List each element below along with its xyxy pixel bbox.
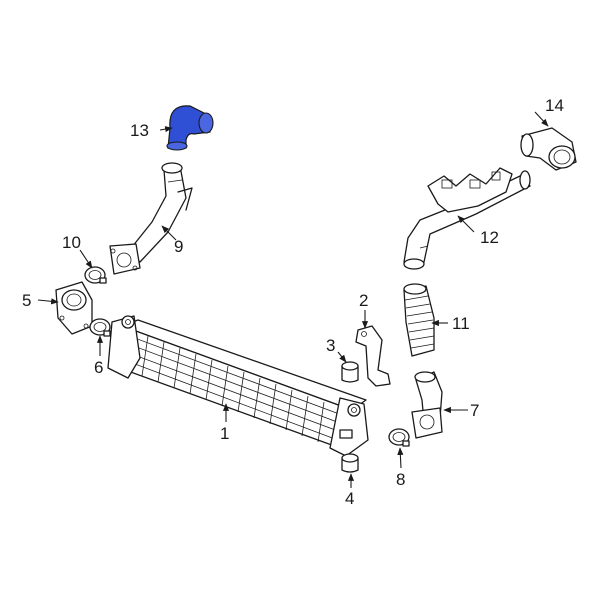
callout-9: 9 bbox=[174, 237, 183, 256]
part-1-intercooler[interactable] bbox=[107, 315, 369, 457]
callout-2: 2 bbox=[359, 291, 368, 310]
leader-lines bbox=[37, 111, 549, 488]
callout-10: 10 bbox=[62, 233, 81, 252]
callout-13: 13 bbox=[130, 121, 149, 140]
callout-5: 5 bbox=[22, 291, 31, 310]
callout-4: 4 bbox=[345, 489, 354, 508]
callout-3: 3 bbox=[326, 336, 335, 355]
part-2-bracket[interactable] bbox=[355, 325, 391, 387]
part-9-intake-tube[interactable] bbox=[109, 162, 193, 275]
part-14-hose-connector[interactable] bbox=[520, 127, 577, 171]
part-6-clamp[interactable] bbox=[89, 318, 111, 337]
part-11-corrugated-hose[interactable] bbox=[403, 283, 435, 357]
callout-8: 8 bbox=[396, 470, 405, 489]
callout-1: 1 bbox=[220, 424, 229, 443]
callout-14: 14 bbox=[545, 96, 564, 115]
part-3-grommet[interactable] bbox=[341, 361, 359, 383]
part-7-outlet-pipe[interactable] bbox=[411, 371, 443, 439]
callout-11: 11 bbox=[452, 314, 470, 333]
part-8-clamp[interactable] bbox=[388, 428, 410, 447]
callout-12: 12 bbox=[480, 228, 499, 247]
part-13-elbow-hose[interactable] bbox=[166, 105, 214, 151]
part-4-grommet[interactable] bbox=[341, 453, 359, 473]
part-5-adapter[interactable] bbox=[55, 281, 93, 335]
callout-labels: 13 14 9 10 5 6 1 2 3 4 7 8 11 12 bbox=[22, 96, 564, 508]
part-12-charge-pipe[interactable] bbox=[403, 167, 531, 270]
callout-6: 6 bbox=[94, 358, 103, 377]
callout-7: 7 bbox=[470, 401, 479, 420]
part-10-clamp[interactable] bbox=[84, 266, 107, 284]
